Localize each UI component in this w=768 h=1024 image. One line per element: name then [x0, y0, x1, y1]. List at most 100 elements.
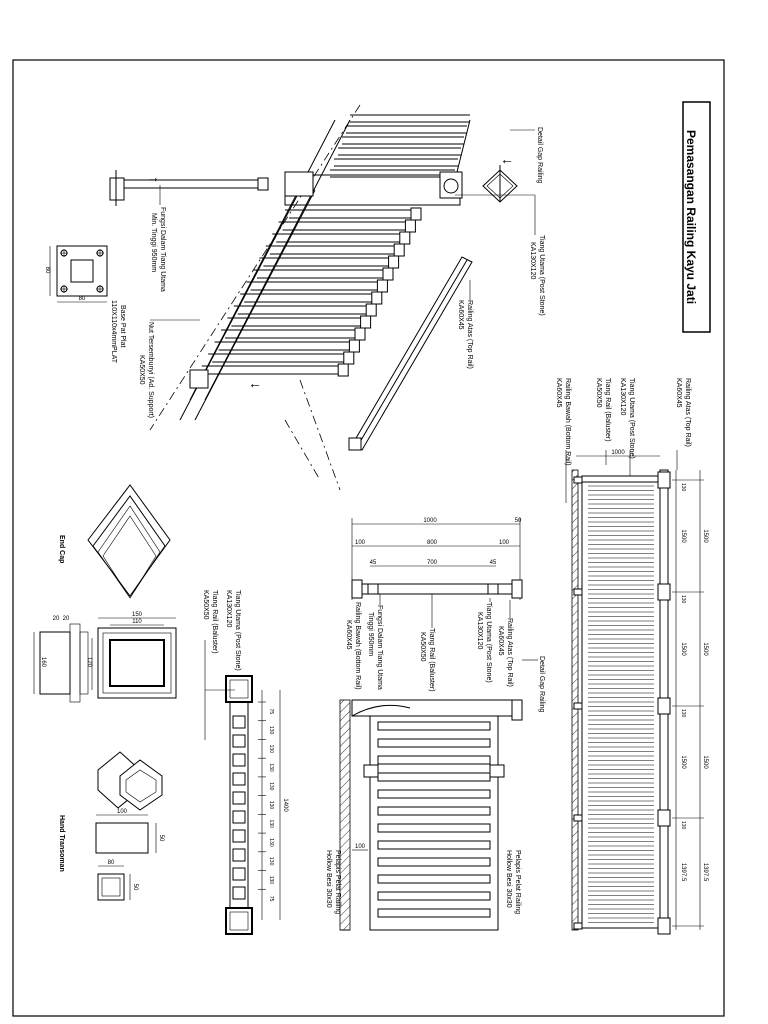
elevation-posts — [573, 471, 671, 935]
note-nut-2: KA50X50 — [138, 355, 145, 385]
iso-notes: Detail Gap Railing Tiang Utama (Post Sto… — [110, 127, 545, 418]
elev-label-1-a: Tiang Utama (Post Stone) — [628, 378, 635, 459]
iso-baluster-end — [348, 339, 360, 353]
elevation-segment: 1397.5 — [702, 863, 708, 882]
end-cap-dim-top-a: 20 — [53, 616, 60, 622]
elevation-dims: 1301500150013015001500130150015001301397… — [672, 479, 708, 927]
side-dim-total: 1000 — [423, 518, 437, 524]
note-angkur-2: Min. Tinggi 950mm — [150, 213, 157, 272]
side-dim-right: 100 — [499, 540, 510, 546]
elev-dim-height: 1000 — [611, 450, 625, 456]
base-plate-detail: 80 80 — [44, 245, 108, 303]
iso-baluster-end — [399, 231, 411, 245]
elevation-segment: 1500 — [702, 529, 708, 543]
isometric-view: → ← ← — [109, 104, 518, 491]
side-view-slat — [377, 823, 491, 833]
side-bottom-rail-1: Railing Bawah (Bottom Rail) — [354, 602, 361, 690]
elevation-segment-inner: 1500 — [680, 529, 686, 543]
post-section-overall: 1400 — [282, 798, 288, 812]
post-section-baluster — [232, 753, 246, 767]
side-view-slat — [377, 772, 491, 782]
side-detail-label: Detail Gap Railing — [538, 656, 545, 713]
post-section: Tiang Utama (Post Stone) KA130X120 Tiang… — [202, 590, 288, 935]
side-dim-inner-r: 45 — [490, 560, 497, 566]
elevation-post — [657, 917, 671, 935]
side-bolt-l-1: Pelapis Pelat Railing — [334, 850, 341, 914]
end-cap-dim-inner: 110 — [132, 619, 142, 625]
note-detail-top: Detail Gap Railing — [536, 127, 543, 184]
elevation-post — [657, 697, 671, 715]
post-section-baluster — [232, 886, 246, 900]
post-section-baluster-1: Tiang Rail (Baluster) — [211, 590, 218, 654]
note-tiang-utama-1: Tiang Utama (Post Stone) — [538, 235, 545, 316]
elev-label-2-a: Tiang Rail (Baluster) — [604, 378, 611, 442]
side-post-2: KA130X120 — [476, 612, 483, 649]
iso-baluster-end — [393, 243, 405, 257]
iso-baluster-end — [404, 219, 416, 233]
side-post-1: Tiang Utama (Post Stone) — [485, 602, 492, 683]
side-view-slat — [377, 840, 491, 850]
elevation-segment: 1500 — [702, 642, 708, 656]
side-angkur-1: Fungsi Dalam Tiang Utama — [376, 605, 383, 690]
elev-label-3-a: Railing Bawah (Bottom Rail) — [564, 378, 571, 466]
side-top-rail-2: KA60X45 — [497, 626, 504, 656]
plate-dim-w: 80 — [79, 296, 86, 302]
side-baluster-2: KA50X50 — [419, 632, 426, 662]
elevation-gap: 130 — [680, 483, 686, 492]
side-view-slat — [377, 755, 491, 765]
elev-label-0-b: KA60X45 — [675, 378, 682, 408]
elevation-segment-inner: 1500 — [680, 755, 686, 769]
elevation-post-base — [573, 702, 583, 710]
post-section-spacing: 75 — [268, 709, 274, 715]
iso-baluster-end — [360, 315, 372, 329]
side-view-slat — [377, 721, 491, 731]
page-title: Pemasangan Railing Kayu Jati — [684, 130, 698, 304]
post-section-spacing: 130 — [268, 745, 274, 754]
note-nut-1: Nut Tersembunyi (Ad. Support) — [147, 322, 154, 418]
post-section-spacing: 130 — [268, 820, 274, 829]
svg-text:→: → — [146, 169, 160, 185]
side-dim-mid: 800 — [427, 540, 438, 546]
post-section-baluster — [232, 791, 246, 805]
iso-baluster-end — [337, 363, 349, 377]
side-view-slat — [377, 857, 491, 867]
iso-balusters — [201, 114, 470, 377]
end-cap-dim-side-b: 120 — [86, 657, 92, 668]
hand-transoman-detail: Hand Transoman 100 50 80 50 — [58, 751, 164, 901]
elevation-segment: 1500 — [702, 755, 708, 769]
post-section-baluster — [232, 867, 246, 881]
hand-tr-dim-b: 50 — [158, 835, 164, 842]
side-baluster-1: Tiang Rail (Baluster) — [428, 628, 435, 692]
elevation-post-base — [573, 814, 583, 822]
post-section-baluster — [232, 734, 246, 748]
side-dim-inner-l: 45 — [370, 560, 377, 566]
elevation-balusters — [588, 485, 654, 923]
post-section-baluster — [232, 810, 246, 824]
iso-baluster-end — [376, 279, 388, 293]
note-base-plate-2: 110X110x4mmPLAT — [110, 300, 117, 364]
elev-label-0-a: Railing Atas (Top Rail) — [684, 378, 691, 447]
elevation-post-base — [573, 922, 583, 930]
note-railing-atas-1: Railing Atas (Top Rail) — [466, 300, 473, 369]
side-view-slats — [377, 721, 491, 918]
post-section-spacing: 130 — [268, 726, 274, 735]
post-section-baluster — [232, 848, 246, 862]
end-cap-label: End Cap — [58, 535, 65, 563]
side-bottom-rail-2: KA60X45 — [345, 620, 352, 650]
side-dim-100: 100 — [355, 844, 366, 850]
side-dim-side: 50 — [515, 518, 522, 524]
elevation-post — [657, 809, 671, 827]
post-section-spacing: 75 — [268, 896, 274, 902]
side-dim-left: 100 — [355, 540, 366, 546]
svg-text:←: ← — [248, 375, 262, 391]
iso-baluster-end — [354, 327, 366, 341]
iso-baluster-end — [343, 351, 355, 365]
side-angkur-2: Tinggi 950mm — [367, 612, 374, 656]
elevation-post — [657, 471, 671, 489]
note-tiang-utama-2: KA130X120 — [529, 242, 536, 279]
side-bolt-r-2: Hollow Besi 30x30 — [505, 850, 512, 908]
post-section-spacing: 130 — [268, 801, 274, 810]
elevation-view: Railing Atas (Top Rail) KA60X45 Tiang Ut… — [555, 378, 708, 935]
